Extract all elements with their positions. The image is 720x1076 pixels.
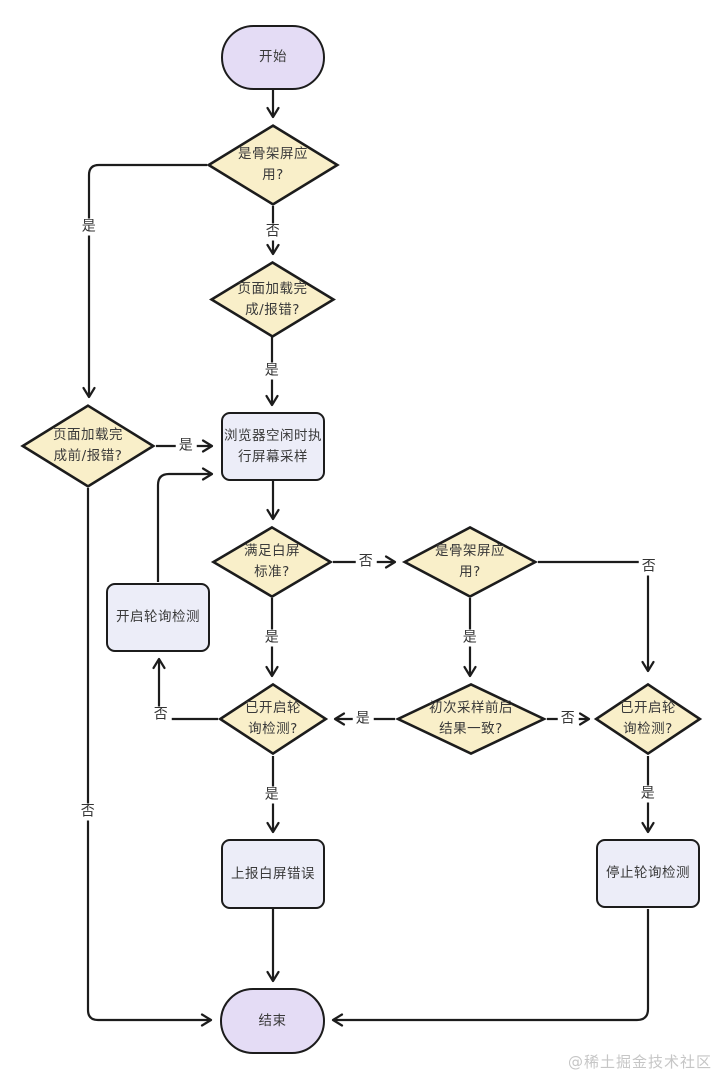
edge-stop-to-end — [331, 909, 650, 1027]
node-start-label: 开始 — [259, 49, 287, 65]
node-is-skeleton-app-1-label: 是骨架屏应用? — [238, 146, 308, 183]
node-report-white-screen: 上报白屏错误 — [221, 839, 325, 909]
node-polling-started-left-label: 已开启轮询检测? — [245, 700, 301, 737]
diamond-shape — [596, 684, 700, 753]
node-is-skeleton-app-2-shape — [402, 526, 538, 598]
node-stop-polling-shape — [596, 839, 700, 908]
node-is-skeleton-app-2: 是骨架屏应用? — [402, 526, 538, 598]
diamond-shape — [405, 527, 536, 596]
node-idle-screen-sample-label: 浏览器空闲时执行屏幕采样 — [224, 427, 322, 465]
node-end-shape — [220, 988, 325, 1054]
edge-label-before-load-no: 否 — [77, 803, 99, 821]
node-page-before-load-shape — [20, 404, 156, 488]
edge-beforeload-to-end — [86, 488, 213, 1027]
edge-label-skeleton2-no: 否 — [638, 558, 660, 576]
node-meets-white-screen: 满足白屏标准? — [211, 526, 333, 598]
node-report-white-screen-label: 上报白屏错误 — [231, 865, 315, 882]
node-end: 结束 — [220, 988, 325, 1054]
node-meets-white-screen-label: 满足白屏标准? — [244, 543, 300, 580]
edge-label-white-yes: 是 — [261, 629, 283, 647]
node-page-before-load-label: 页面加载完成前/报错? — [53, 427, 123, 464]
node-page-load-done-label: 页面加载完成/报错? — [237, 280, 308, 318]
edge-label-skeleton1-yes: 是 — [78, 218, 100, 236]
node-end-label: 结束 — [258, 1012, 287, 1029]
node-sample-consistent-label: 初次采样前后结果一致? — [429, 700, 513, 737]
node-polling-started-left-shape — [218, 683, 328, 755]
node-page-before-load: 页面加载完成前/报错? — [20, 404, 156, 488]
node-is-skeleton-app-1-shape — [206, 124, 340, 206]
node-polling-started-right-label: 已开启轮询检测? — [620, 700, 676, 737]
node-start-shape — [221, 25, 325, 90]
edge-label-white-no: 否 — [355, 553, 377, 571]
watermark: @稀土掘金技术社区 — [567, 1053, 712, 1071]
node-idle-screen-sample-shape — [221, 412, 325, 481]
diamond-shape — [212, 263, 334, 337]
node-polling-started-right: 已开启轮询检测? — [594, 683, 702, 755]
node-report-white-screen-shape — [221, 839, 325, 909]
node-idle-screen-sample: 浏览器空闲时执行屏幕采样 — [221, 412, 325, 481]
node-page-load-done: 页面加载完成/报错? — [209, 261, 336, 338]
edge-label-skeleton1-no: 否 — [262, 223, 284, 241]
node-meets-white-screen-shape — [211, 526, 333, 598]
edge-label-before-load-yes: 是 — [175, 437, 197, 455]
node-is-skeleton-app-1: 是骨架屏应用? — [206, 124, 340, 206]
edge-skeleton1-to-beforeload — [82, 163, 207, 399]
edge-label-skeleton2-yes: 是 — [459, 629, 481, 647]
node-page-load-done-shape — [209, 261, 336, 338]
node-sample-consistent: 初次采样前后结果一致? — [395, 683, 547, 755]
node-stop-polling: 停止轮询检测 — [596, 839, 700, 908]
edge-label-consistent-yes: 是 — [352, 710, 374, 728]
node-start-polling-label: 开启轮询检测 — [116, 609, 200, 625]
diamond-shape — [209, 126, 338, 205]
node-is-skeleton-app-2-label: 是骨架屏应用? — [435, 543, 505, 580]
edge-label-polling-left-no: 否 — [150, 706, 172, 724]
edge-label-polling-left-yes: 是 — [261, 786, 283, 804]
edge-startpolling-to-sample — [156, 467, 214, 582]
node-sample-consistent-shape — [395, 683, 547, 755]
diamond-shape — [220, 684, 326, 753]
node-polling-started-right-shape — [594, 683, 702, 755]
node-polling-started-left: 已开启轮询检测? — [218, 683, 328, 755]
node-stop-polling-label: 停止轮询检测 — [606, 865, 690, 881]
diamond-shape — [213, 527, 330, 596]
node-start-polling: 开启轮询检测 — [106, 583, 210, 652]
edge-skeleton2-to-pollingright — [538, 560, 655, 673]
node-start: 开始 — [221, 25, 325, 90]
node-start-polling-shape — [106, 583, 210, 652]
diamond-shape — [23, 406, 154, 487]
edge-label-consistent-no: 否 — [557, 710, 579, 728]
diamond-shape — [398, 684, 544, 753]
edge-label-page-load-yes: 是 — [261, 362, 283, 380]
edge-label-polling-right-yes: 是 — [637, 785, 659, 803]
